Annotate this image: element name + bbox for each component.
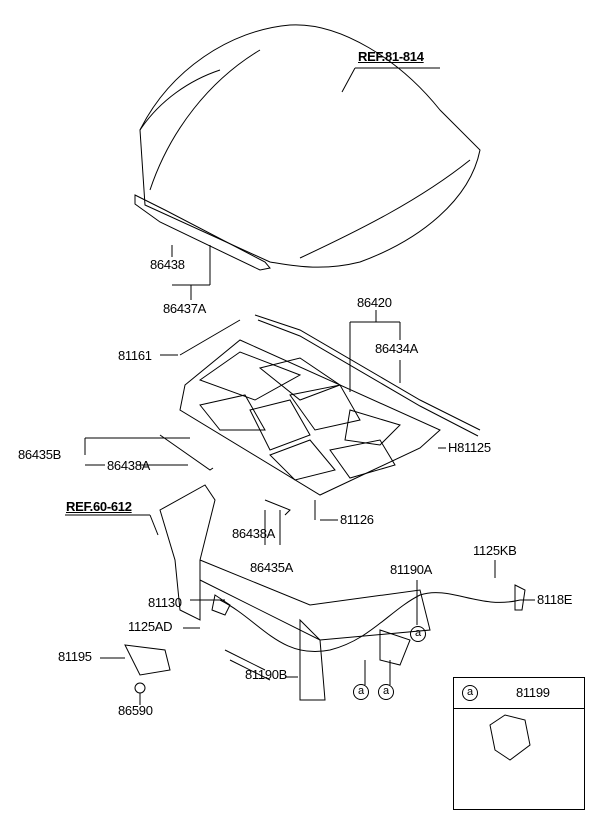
legend-header: a 81199 [454,678,584,709]
ref-hood-label: REF.81-814 [358,49,424,64]
callout-marker: a [410,626,426,642]
ref-panel-label: REF.60-612 [66,499,132,514]
part-label-81190B: 81190B [245,667,288,682]
seal-strips-drawing [84,310,481,521]
part-label-1125KB: 1125KB [473,543,517,558]
part-label-1125AD: 1125AD [128,619,173,634]
part-label-86435A: 86435A [250,560,294,575]
part-label-86438A-left: 86438A [107,458,151,473]
part-label-86438A-center: 86438A [232,526,276,541]
part-label-81161: 81161 [118,348,152,363]
legend-marker: a [462,685,478,701]
part-label-81126: 81126 [340,512,374,527]
hood-insulator-drawing [179,339,441,496]
callout-marker: a [378,684,394,700]
radiator-support-drawing [65,484,535,705]
legend-part-number: 81199 [516,685,550,700]
part-label-86420: 86420 [357,295,392,310]
part-label-86437A: 86437A [163,301,207,316]
hood-drawing [134,24,481,300]
part-label-81195: 81195 [58,649,92,664]
legend-box: a 81199 [453,677,585,810]
clip-81199-drawing [489,714,531,761]
part-label-86590: 86590 [118,703,153,718]
part-label-81130: 81130 [148,595,182,610]
part-label-86435B: 86435B [18,447,62,462]
callout-marker: a [353,684,369,700]
part-label-81190A: 81190A [390,562,433,577]
part-label-8118E: 8118E [537,592,573,607]
part-label-86438: 86438 [150,257,185,272]
part-label-H81125: H81125 [448,440,491,455]
part-label-86434A: 86434A [375,341,419,356]
